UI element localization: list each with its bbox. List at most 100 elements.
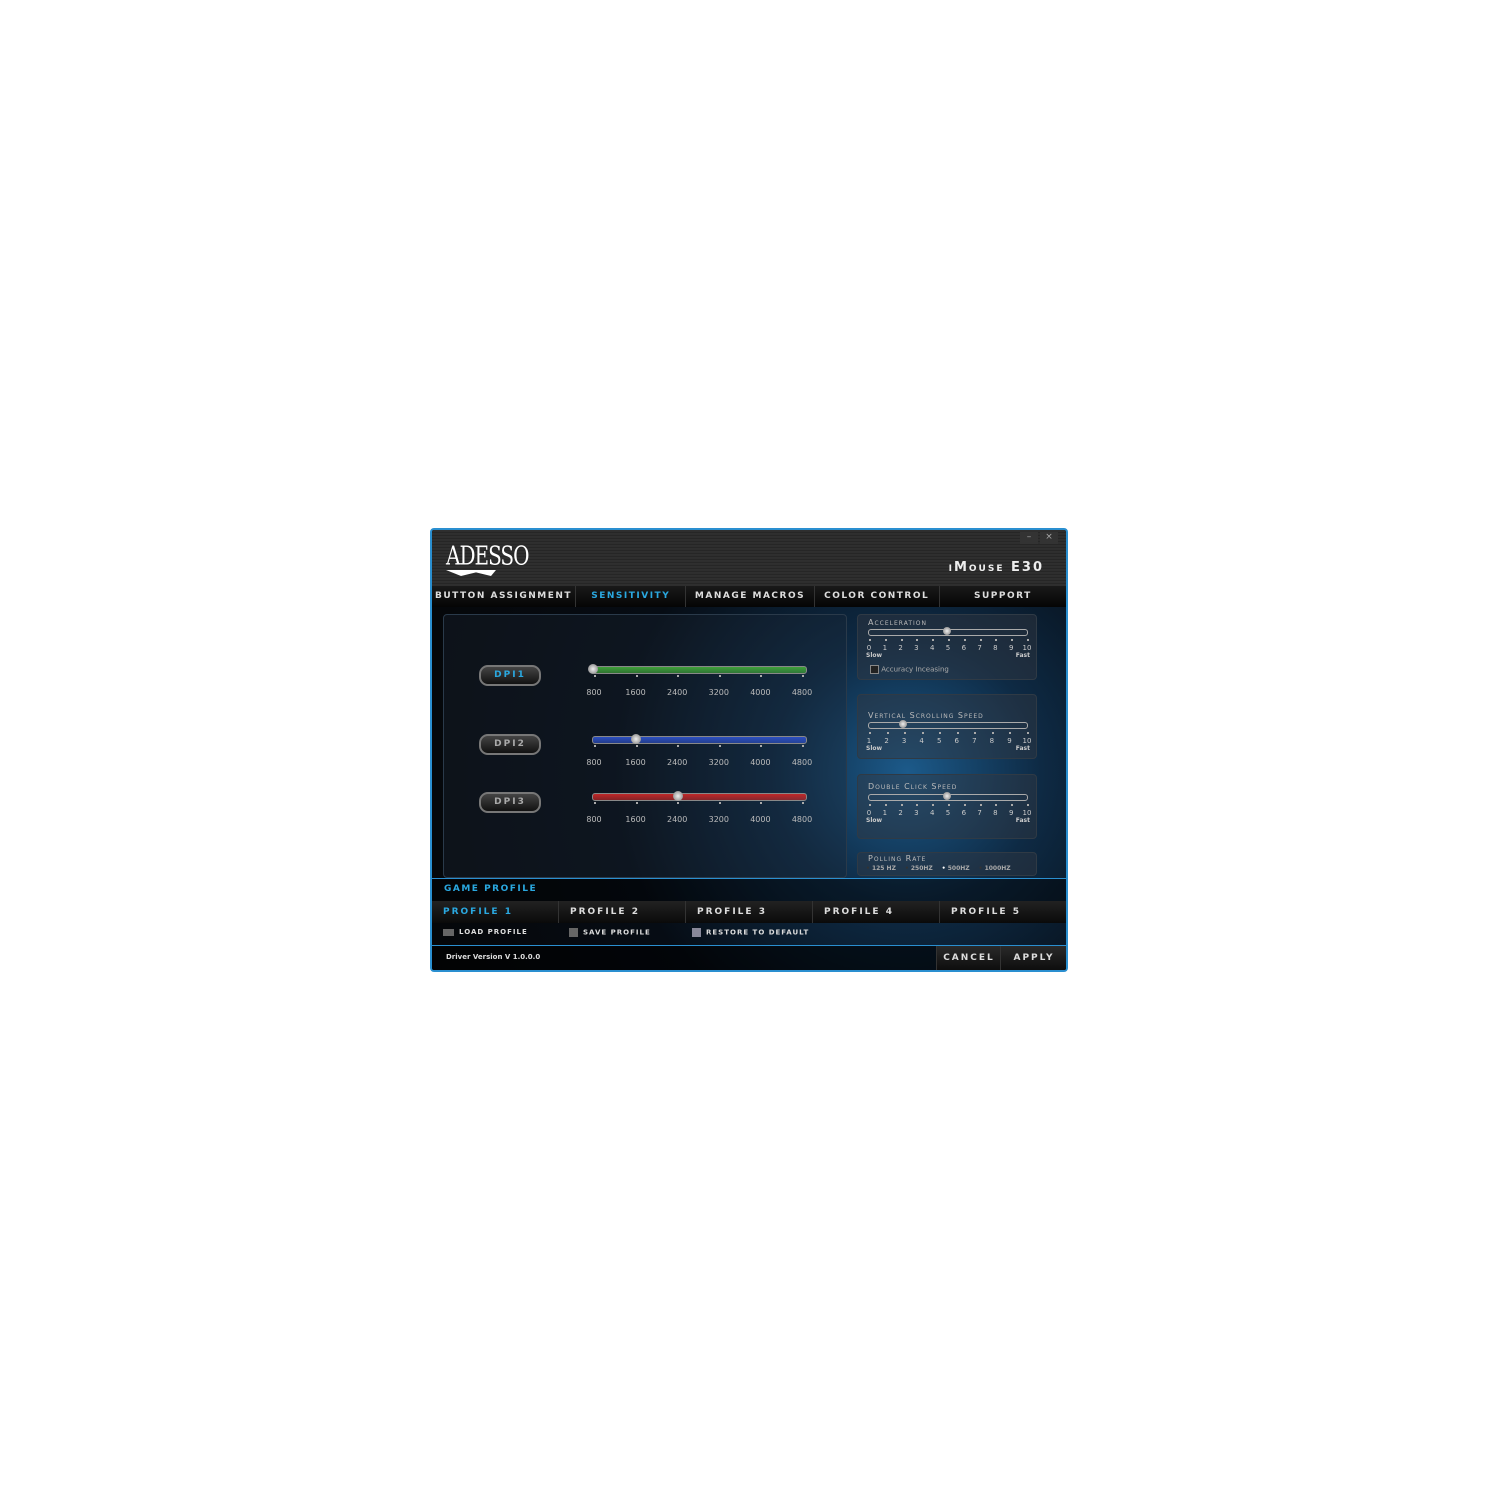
double-click-title: Double Click Speed [868, 782, 958, 791]
dpi-tick-mark [677, 745, 680, 747]
polling-option[interactable]: • 500HZ [942, 865, 970, 872]
vertical_scrolling-knob[interactable] [899, 720, 908, 728]
vertical_scrolling-tick-mark [886, 732, 889, 734]
dpi3-button[interactable]: DPI3 [479, 792, 541, 813]
accuracy-checkbox[interactable]: Accuracy Inceasing [870, 665, 949, 674]
dpi-tick-label: 1600 [625, 815, 646, 824]
profile-tab-1[interactable]: PROFILE 1 [432, 901, 559, 923]
dpi-tick-label: 1600 [625, 688, 646, 697]
cancel-button[interactable]: CANCEL [936, 946, 1001, 970]
dpi1-slider[interactable] [588, 664, 807, 674]
vertical_scrolling-tick-label: 8 [989, 737, 995, 745]
dpi1-slider-knob[interactable] [588, 664, 598, 674]
dpi-tick-label: 2400 [667, 758, 688, 767]
vertical_scrolling-tick-label: 5 [936, 737, 942, 745]
dpi-tick-mark [802, 802, 804, 804]
dpi-tick-mark [760, 745, 763, 747]
acceleration-tick-mark [948, 639, 950, 641]
polling-option-label: 500HZ [947, 865, 970, 872]
vertical_scrolling-track[interactable] [868, 720, 1028, 729]
folder-icon [443, 928, 454, 936]
load-profile-button[interactable]: LOAD PROFILE [443, 928, 528, 936]
dpi-tick-label: 1600 [625, 758, 646, 767]
acceleration-knob[interactable] [943, 627, 951, 635]
dpi3-slider-knob[interactable] [673, 791, 684, 801]
double_click-tick-label: 4 [929, 809, 935, 817]
tab-button-assignment[interactable]: BUTTON ASSIGNMENT [432, 586, 577, 607]
acceleration-tick-label: 5 [945, 644, 951, 652]
main-tabs: BUTTON ASSIGNMENT SENSITIVITY MANAGE MAC… [432, 586, 1066, 607]
double_click-tick-label: 7 [977, 809, 982, 817]
acceleration-tick-label: 2 [898, 644, 903, 652]
polling-option[interactable]: • 250HZ [905, 865, 933, 872]
checkbox-icon[interactable] [870, 665, 879, 674]
dpi-tick-mark [718, 675, 721, 677]
vertical-scrolling-title: Vertical Scrolling Speed [868, 711, 984, 720]
save-profile-button[interactable]: SAVE PROFILE [569, 928, 651, 937]
dpi2-slider-knob[interactable] [630, 734, 641, 744]
polling-option-label: 125 HZ [871, 865, 896, 872]
dpi3-slider[interactable] [592, 791, 807, 801]
vertical_scrolling-tick-mark [956, 732, 959, 734]
restore-default-button[interactable]: RESTORE TO DEFAULT [692, 928, 809, 937]
acceleration-track[interactable] [868, 627, 1028, 636]
dpi-tick-mark [760, 675, 763, 677]
dpi-tick-label: 4800 [791, 758, 813, 767]
radio-icon[interactable]: • [904, 865, 911, 872]
double_click-track[interactable] [868, 792, 1028, 801]
vertical_scrolling-tick-mark [921, 732, 924, 734]
acceleration-tick-label: 1 [882, 644, 888, 652]
dpi2-slider[interactable] [592, 734, 807, 744]
dpi-tick-mark [635, 675, 638, 677]
vertical_scrolling-tick-label: 2 [884, 737, 889, 745]
dpi1-button[interactable]: DPI1 [479, 665, 541, 686]
profile-tabs: PROFILE 1 PROFILE 2 PROFILE 3 PROFILE 4 … [432, 901, 1066, 923]
close-button[interactable]: × [1040, 532, 1058, 544]
dpi2-button[interactable]: DPI2 [479, 734, 541, 755]
dpi-tick-label: 800 [586, 815, 602, 824]
double_click-tick-mark [1027, 804, 1029, 806]
vertical_scrolling-tick-mark [1027, 732, 1029, 734]
vertical_scrolling-tick-mark [974, 732, 977, 734]
acceleration-tick-mark [1027, 639, 1029, 641]
profile-tab-4[interactable]: PROFILE 4 [813, 901, 940, 923]
acceleration-tick-mark [884, 639, 887, 641]
tab-color-control[interactable]: COLOR CONTROL [815, 586, 940, 607]
double_click-tick-mark [963, 804, 966, 806]
dpi-tick-label: 4800 [791, 688, 813, 697]
dpi-tick-label: 4000 [750, 815, 771, 824]
polling-option[interactable]: • 1000HZ [979, 865, 1011, 872]
minimize-button[interactable]: – [1020, 532, 1038, 544]
dpi-tick-label: 2400 [667, 688, 688, 697]
polling-rate-panel: Polling Rate • 125 HZ• 250HZ• 500HZ• 100… [857, 852, 1037, 876]
apply-button[interactable]: APPLY [1000, 946, 1066, 970]
double_click-tick-label: 1 [882, 809, 888, 817]
radio-icon[interactable]: • [941, 865, 948, 872]
polling-option[interactable]: • 125 HZ [866, 865, 896, 872]
radio-icon[interactable]: • [866, 865, 872, 872]
double_click-knob[interactable] [943, 792, 951, 800]
double_click-tick-label: 2 [898, 809, 903, 817]
dpi-tick-mark [677, 802, 680, 804]
double_click-tick-mark [916, 804, 919, 806]
restore-default-label: RESTORE TO DEFAULT [706, 928, 810, 937]
double_click-tick-mark [995, 804, 998, 806]
radio-icon[interactable]: • [978, 865, 985, 872]
vertical_scrolling-tick-mark [991, 732, 994, 734]
tab-manage-macros[interactable]: MANAGE MACROS [686, 586, 815, 607]
profile-tab-2[interactable]: PROFILE 2 [559, 901, 686, 923]
profile-tab-5[interactable]: PROFILE 5 [951, 907, 1021, 917]
tab-sensitivity[interactable]: SENSITIVITY [576, 586, 687, 607]
tab-support[interactable]: SUPPORT [974, 591, 1032, 601]
app-title: iMouse E30 [948, 560, 1044, 575]
dpi-tick-mark [677, 675, 680, 677]
vertical_scrolling-tick-mark [1009, 732, 1012, 734]
acceleration-tick-mark [900, 639, 903, 641]
load-profile-label: LOAD PROFILE [459, 928, 528, 936]
profile-tab-3[interactable]: PROFILE 3 [686, 901, 813, 923]
dpi-tick-label: 3200 [708, 815, 729, 824]
